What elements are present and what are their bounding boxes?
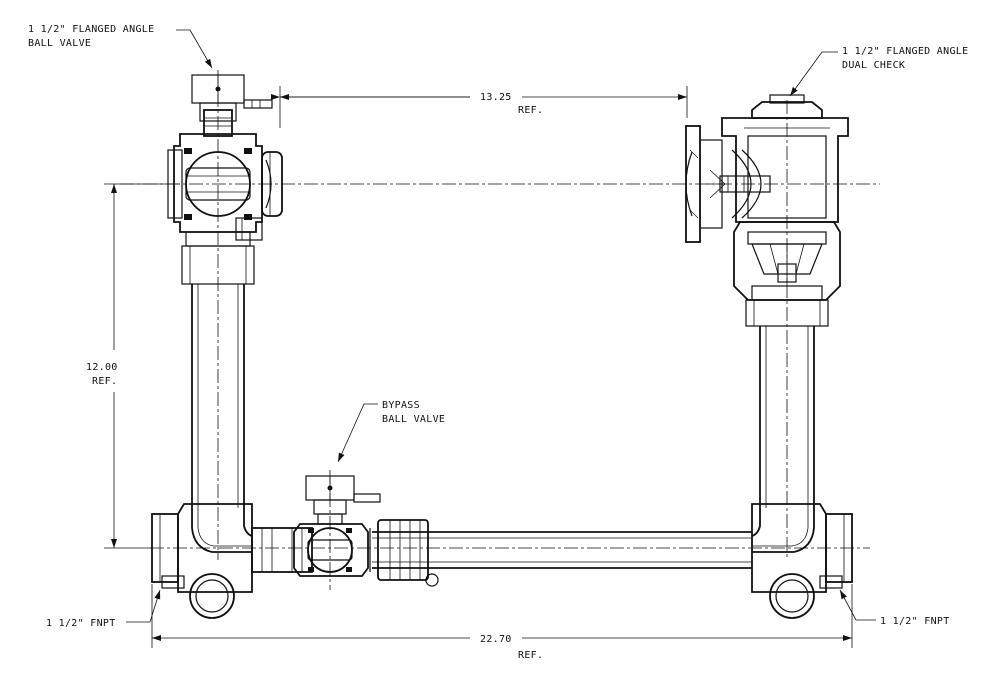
bypass-pipe [251,519,752,587]
bypass-ball-valve [293,475,381,577]
right-dual-check-valve [685,94,849,327]
dual-check-callout-line2: DUAL CHECK [842,60,905,71]
dimension-bottom-value: 22.70 [480,634,512,645]
fnpt-left-callout: 1 1/2" FNPT [46,618,116,629]
bypass-callout-line2: BALL VALVE [382,414,445,425]
bypass-callout-line1: BYPASS [382,400,420,411]
dimension-top [271,86,688,128]
dimension-side [104,183,180,549]
left-angle-ball-valve [167,74,283,247]
dimension-side-ref: REF. [92,376,117,387]
right-elbow-tee [751,503,853,619]
dimension-top-value: 13.25 [480,92,512,103]
dual-check-callout-line1: 1 1/2" FLANGED ANGLE [842,46,968,57]
dimension-bottom [151,584,853,648]
right-riser-pipe [759,326,815,508]
ball-valve-callout-line1: 1 1/2" FLANGED ANGLE [28,24,154,35]
dimension-side-value: 12.00 [86,362,118,373]
left-elbow-tee [151,503,253,619]
dimension-bottom-ref: REF. [518,650,543,661]
left-riser-pipe [181,245,255,508]
ball-valve-callout-line2: BALL VALVE [28,38,91,49]
fnpt-right-callout: 1 1/2" FNPT [880,616,950,627]
dimension-top-ref: REF. [518,105,543,116]
leader-lines [126,29,876,623]
